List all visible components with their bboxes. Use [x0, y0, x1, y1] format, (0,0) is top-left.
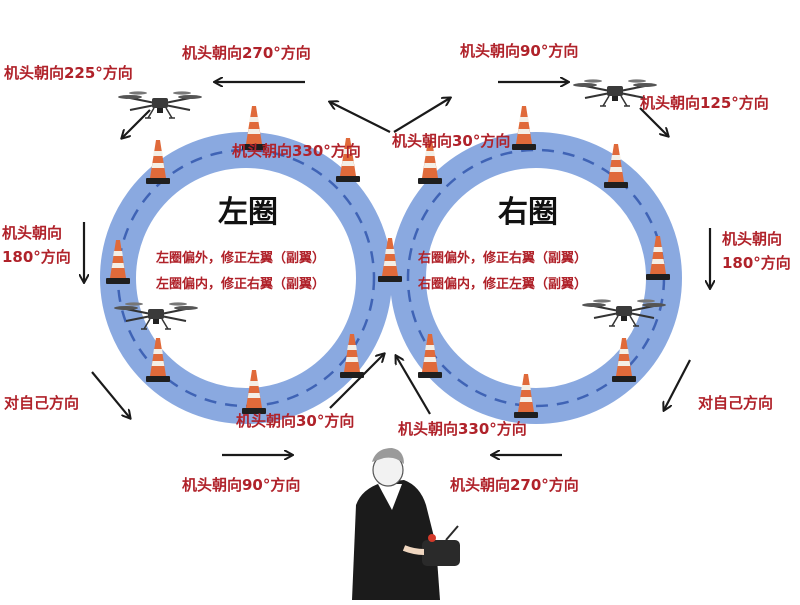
left-loop-title: 左圈 — [218, 195, 278, 230]
drone-icon — [117, 90, 203, 119]
arrow-icon — [329, 354, 384, 409]
arrow-icon — [393, 98, 450, 133]
arrow-icon — [396, 356, 431, 415]
label-heading-225: 机头朝向225°方向 — [4, 64, 133, 82]
right-loop-title: 右圈 — [498, 195, 558, 230]
arrow-icon — [122, 109, 151, 138]
label-face-self-left: 对自己方向 — [4, 394, 79, 412]
label-heading-90-bottom: 机头朝向90°方向 — [182, 476, 300, 494]
label-heading-30-right: 机头朝向30°方向 — [392, 132, 510, 150]
label-heading-90-top: 机头朝向90°方向 — [460, 42, 578, 60]
arrow-icon — [330, 102, 391, 133]
label-heading-180-left-1: 机头朝向 — [2, 224, 62, 242]
arrows — [84, 82, 710, 455]
right-loop-note-1: 右圈偏外，修正右翼（副翼） — [417, 250, 587, 266]
label-heading-330-bottom: 机头朝向330°方向 — [398, 420, 527, 438]
label-heading-330-left: 机头朝向330°方向 — [232, 142, 361, 160]
left-loop-note-2: 左圈偏内，修正右翼（副翼） — [156, 276, 325, 292]
right-loop-note-2: 右圈偏内，修正左翼（副翼） — [417, 276, 587, 292]
label-heading-270-top: 机头朝向270°方向 — [182, 44, 311, 62]
arrow-icon — [639, 107, 668, 136]
pilot-figure-icon — [352, 448, 460, 600]
label-heading-180-right-2: 180°方向 — [722, 254, 791, 272]
label-face-self-right: 对自己方向 — [698, 394, 773, 412]
label-heading-30-bottom: 机头朝向30°方向 — [236, 412, 354, 430]
label-heading-180-right-1: 机头朝向 — [722, 230, 782, 248]
arrow-icon — [664, 359, 691, 410]
label-heading-270-bottom: 机头朝向270°方向 — [450, 476, 579, 494]
left-loop-note-1: 左圈偏外，修正左翼（副翼） — [156, 250, 325, 266]
label-heading-125: 机头朝向125°方向 — [640, 94, 769, 112]
arrow-icon — [91, 371, 130, 418]
label-heading-180-left-2: 180°方向 — [2, 248, 71, 266]
